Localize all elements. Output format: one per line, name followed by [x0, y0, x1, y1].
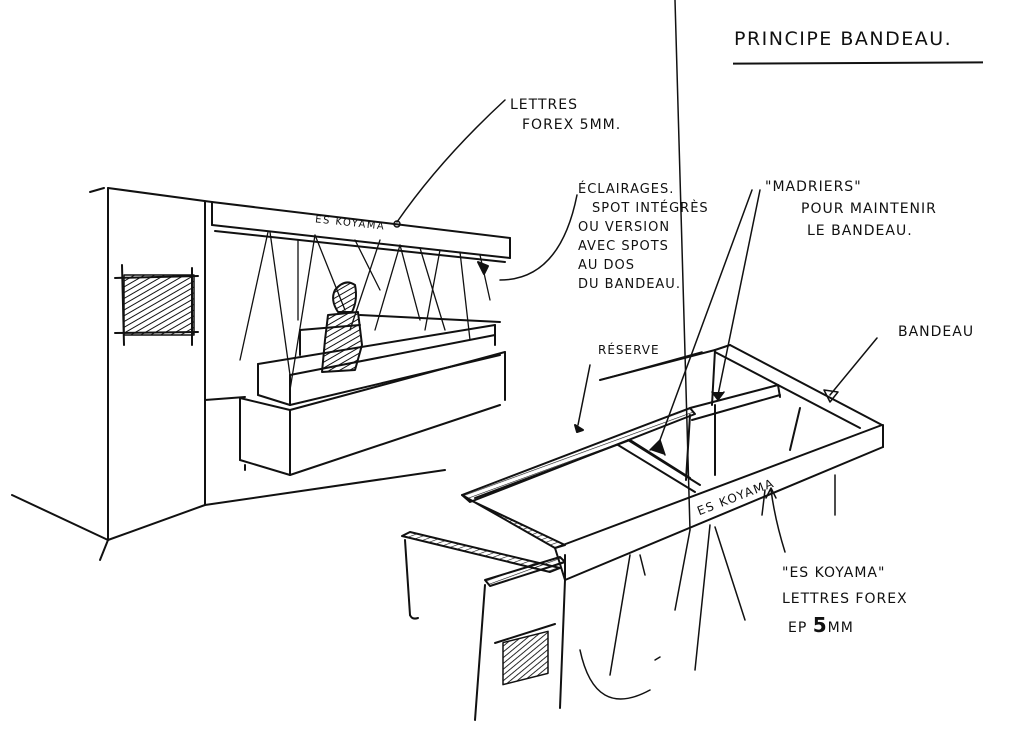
front-perspective-view [11, 187, 511, 561]
fascia-bandeau-frame [554, 344, 884, 581]
annotation-line: DU BANDEAU. [578, 277, 681, 292]
annotation-bandeau: BANDEAU [898, 324, 975, 340]
leader-madriers-2 [717, 189, 761, 396]
annotation-thickness: EP 5MM [782, 612, 908, 641]
leader-lines [393, 99, 878, 553]
thickness-prefix: EP [788, 620, 808, 636]
annotation-line: FOREX 5MM. [522, 117, 622, 133]
annotation-line: "ES KOYAMA" [782, 565, 886, 581]
annotation-line: "MADRIERS" [765, 179, 862, 195]
axonometric-view [401, 0, 884, 721]
annotation-line: SPOT INTÉGRÈS [592, 201, 709, 216]
annotation-line: ÉCLAIRAGES. [578, 182, 675, 197]
annotation-line: AVEC SPOTS [578, 239, 669, 254]
reserve-wall-top [461, 407, 696, 503]
floor-line [204, 469, 446, 506]
annotation-line: LETTRES FOREX [782, 591, 908, 607]
reserve-marker-icon [574, 424, 584, 433]
annotation-reserve: RÉSERVE [598, 343, 660, 357]
leader-bandeau [829, 337, 878, 396]
annotation-eclairages: ÉCLAIRAGES. SPOT INTÉGRÈS OU VERSION AVE… [578, 180, 709, 294]
annotation-line: OU VERSION [578, 220, 671, 235]
leader-eclairages [499, 194, 578, 281]
madrier-beams [617, 384, 781, 493]
annotation-line: AU DOS [578, 258, 636, 273]
annotation-line: LE BANDEAU. [807, 223, 913, 239]
annotation-line: POUR MAINTENIR [801, 201, 937, 217]
pillar-wall [11, 187, 213, 561]
spot-lamp-icon [477, 261, 489, 275]
leader-lettres-forex [396, 99, 506, 223]
thickness-unit: MM [827, 620, 854, 636]
thickness-value: 5 [812, 613, 828, 637]
sketch-title: PRINCIPE BANDEAU. [734, 28, 953, 50]
leader-es-koyama [770, 489, 786, 553]
support-lines [579, 0, 836, 700]
annotation-es-koyama-spec: "ES KOYAMA" LETTRES FOREX EP 5MM [782, 560, 908, 641]
lower-pillar [404, 539, 566, 721]
reception-counter [239, 314, 506, 476]
hatched-window-lower [502, 630, 549, 686]
annotation-line: LETTRES [510, 97, 578, 113]
leader-madriers-1 [659, 189, 753, 441]
annotation-lettres-forex: LETTRES FOREX 5MM. [510, 95, 621, 135]
annotation-madriers: "MADRIERS" POUR MAINTENIR LE BANDEAU. [765, 176, 937, 242]
